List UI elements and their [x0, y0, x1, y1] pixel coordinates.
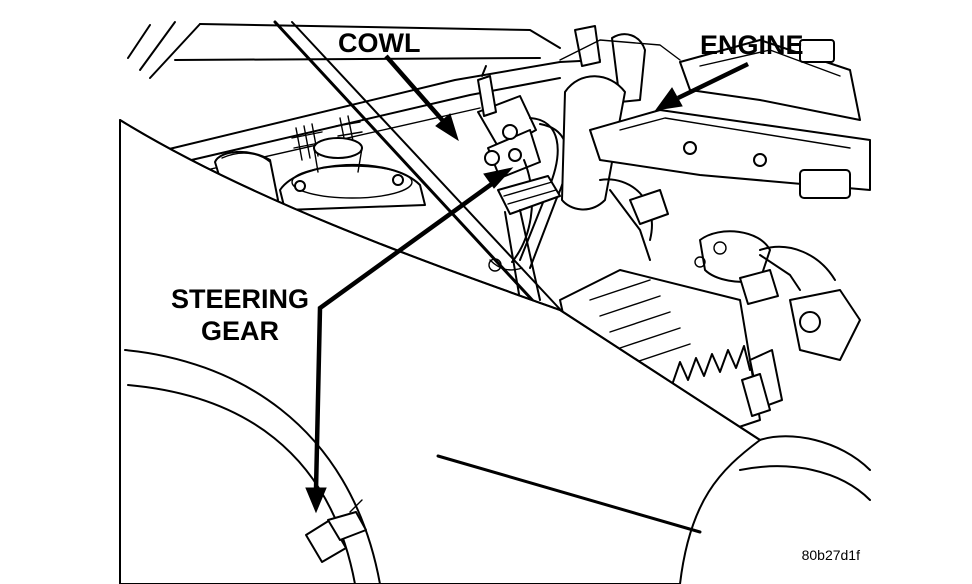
cowl-area: [127, 20, 601, 332]
engine-leader: [654, 61, 749, 111]
fender-panel: [119, 119, 871, 584]
label-gear: GEAR: [201, 316, 279, 346]
strut-tower: [214, 137, 426, 211]
label-steering: STEERING: [171, 284, 309, 314]
steering-gear: [477, 65, 569, 301]
cowl-leader: [384, 54, 459, 142]
figure-code: 80b27d1f: [802, 547, 861, 563]
label-cowl: COWL: [338, 28, 420, 58]
steering-gear-leader: [305, 167, 514, 514]
label-engine: ENGINE: [700, 30, 804, 60]
